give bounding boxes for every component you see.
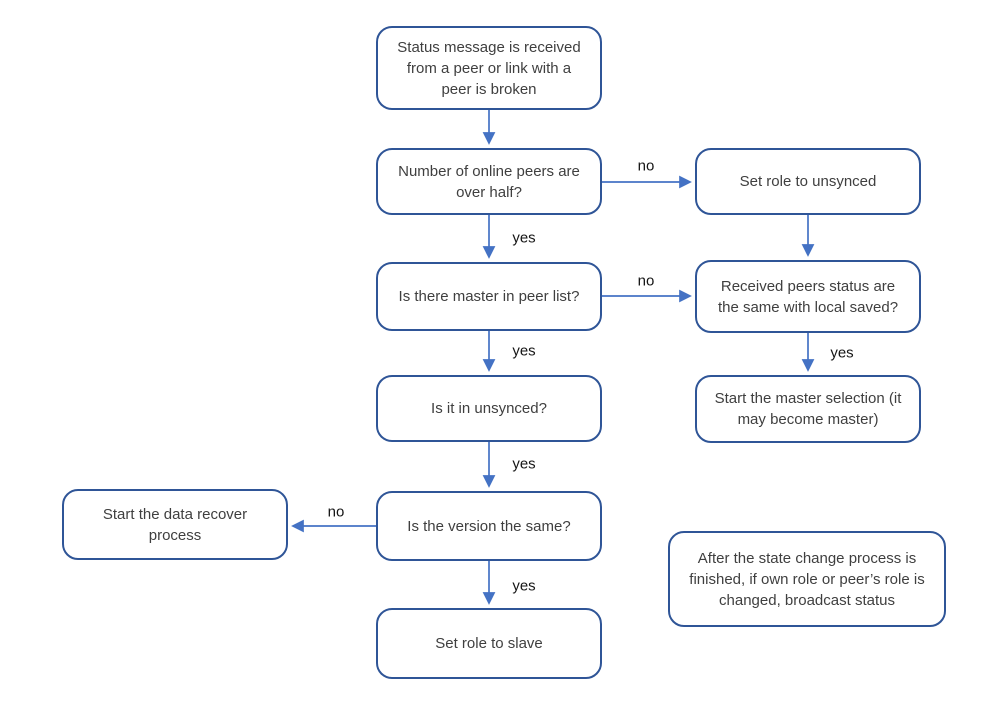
edge-label-peers-over-half-no: no — [637, 157, 655, 175]
node-status-received: Status message is received from a peer o… — [376, 26, 602, 110]
edge-label-version-same-no: no — [327, 503, 345, 521]
node-start-master-selection: Start the master selection (it may becom… — [695, 375, 921, 443]
node-master-in-peer-list: Is there master in peer list? — [376, 262, 602, 331]
edge-label-received-status-yes: yes — [830, 344, 854, 362]
node-set-role-slave: Set role to slave — [376, 608, 602, 679]
node-set-role-unsynced: Set role to unsynced — [695, 148, 921, 215]
node-data-recover: Start the data recover process — [62, 489, 288, 560]
edge-label-version-same-yes: yes — [512, 577, 536, 595]
edge-label-master-in-list-no: no — [637, 272, 655, 290]
edge-label-master-in-list-yes: yes — [512, 342, 536, 360]
node-peers-over-half: Number of online peers are over half? — [376, 148, 602, 215]
node-version-same: Is the version the same? — [376, 491, 602, 561]
node-is-it-in-unsynced: Is it in unsynced? — [376, 375, 602, 442]
node-broadcast-note: After the state change process is finish… — [668, 531, 946, 627]
node-received-status-same: Received peers status are the same with … — [695, 260, 921, 333]
edge-label-in-unsynced-yes: yes — [512, 455, 536, 473]
edge-label-peers-over-half-yes: yes — [512, 229, 536, 247]
